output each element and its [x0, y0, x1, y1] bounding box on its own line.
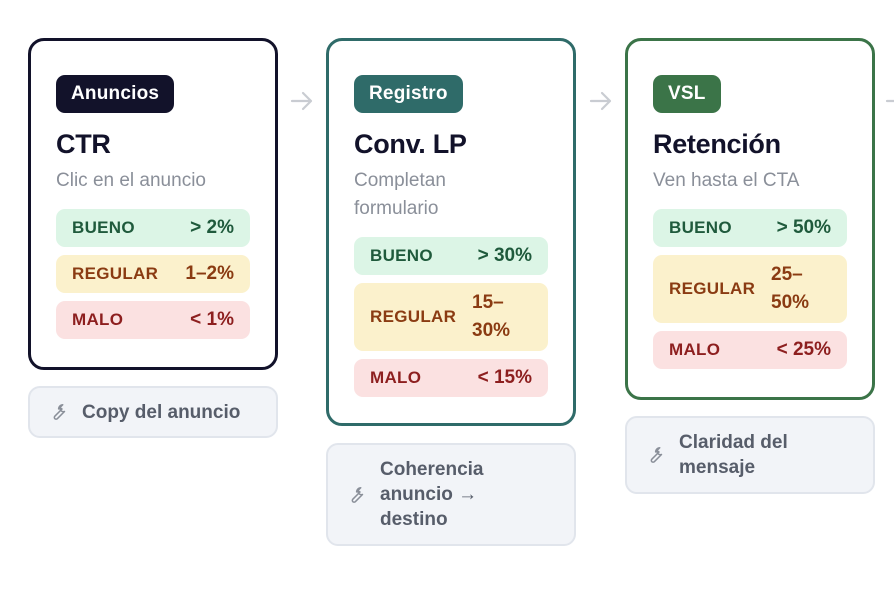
- threshold-list: BUENO > 30% REGULAR 15–30% MALO < 15%: [354, 237, 548, 397]
- threshold-value: > 2%: [190, 217, 234, 238]
- threshold-regular: REGULAR 15–30%: [354, 283, 548, 351]
- fix-box-coherencia: Coherencia anuncio → destino: [326, 443, 576, 546]
- stage-description: Clic en el anuncio: [56, 170, 206, 191]
- threshold-value: 15–30%: [472, 292, 511, 341]
- fix-label: Claridad del mensaje: [679, 432, 788, 478]
- threshold-label: MALO: [669, 340, 721, 359]
- threshold-good: BUENO > 2%: [56, 209, 250, 247]
- threshold-value: > 30%: [477, 245, 532, 266]
- stage-tag: VSL: [653, 75, 721, 113]
- threshold-label: BUENO: [370, 246, 433, 265]
- stage-card-registro: Registro Conv. LP Completan formulario B…: [326, 38, 576, 426]
- threshold-good: BUENO > 30%: [354, 237, 548, 275]
- threshold-regular: REGULAR 25–50%: [653, 255, 847, 323]
- threshold-bad: MALO < 25%: [653, 331, 847, 369]
- stage-card-anuncios: Anuncios CTR Clic en el anuncio BUENO > …: [28, 38, 278, 370]
- threshold-value: 1–2%: [185, 263, 234, 284]
- wrench-icon: [53, 404, 66, 420]
- threshold-bad: MALO < 15%: [354, 359, 548, 397]
- stage-tag: Registro: [354, 75, 463, 113]
- threshold-list: BUENO > 2% REGULAR 1–2% MALO < 1%: [56, 209, 250, 339]
- threshold-regular: REGULAR 1–2%: [56, 255, 250, 293]
- threshold-value: 25–50%: [771, 264, 810, 313]
- arrow-right-icon: [289, 88, 315, 118]
- threshold-label: BUENO: [72, 218, 135, 237]
- stage-metric: CTR: [56, 129, 111, 159]
- threshold-value: < 15%: [477, 367, 532, 388]
- fix-label: Copy del anuncio: [82, 401, 241, 423]
- stage-metric: Conv. LP: [354, 129, 467, 159]
- threshold-bad: MALO < 1%: [56, 301, 250, 339]
- stage-description: Completan formulario: [354, 170, 446, 219]
- arrow-right-icon: [588, 88, 614, 118]
- fix-box-claridad: Claridad del mensaje: [625, 416, 875, 494]
- stage-metric: Retención: [653, 129, 781, 159]
- threshold-list: BUENO > 50% REGULAR 25–50% MALO < 25%: [653, 209, 847, 369]
- threshold-label: MALO: [72, 310, 124, 329]
- stage-description: Ven hasta el CTA: [653, 170, 800, 191]
- wrench-icon: [351, 486, 364, 503]
- threshold-label: MALO: [370, 368, 422, 387]
- threshold-label: REGULAR: [669, 279, 756, 298]
- stage-card-vsl: VSL Retención Ven hasta el CTA BUENO > 5…: [625, 38, 875, 400]
- stage-tag: Anuncios: [56, 75, 175, 113]
- wrench-icon: [650, 447, 663, 463]
- threshold-value: < 25%: [776, 339, 831, 360]
- threshold-label: BUENO: [669, 218, 732, 237]
- fix-label: Coherencia anuncio → destino: [380, 459, 484, 530]
- arrow-right-icon: [884, 88, 894, 118]
- threshold-good: BUENO > 50%: [653, 209, 847, 247]
- fix-box-copy: Copy del anuncio: [28, 386, 278, 438]
- threshold-label: REGULAR: [72, 264, 159, 283]
- threshold-value: < 1%: [190, 309, 234, 330]
- threshold-value: > 50%: [776, 217, 831, 238]
- threshold-label: REGULAR: [370, 307, 457, 326]
